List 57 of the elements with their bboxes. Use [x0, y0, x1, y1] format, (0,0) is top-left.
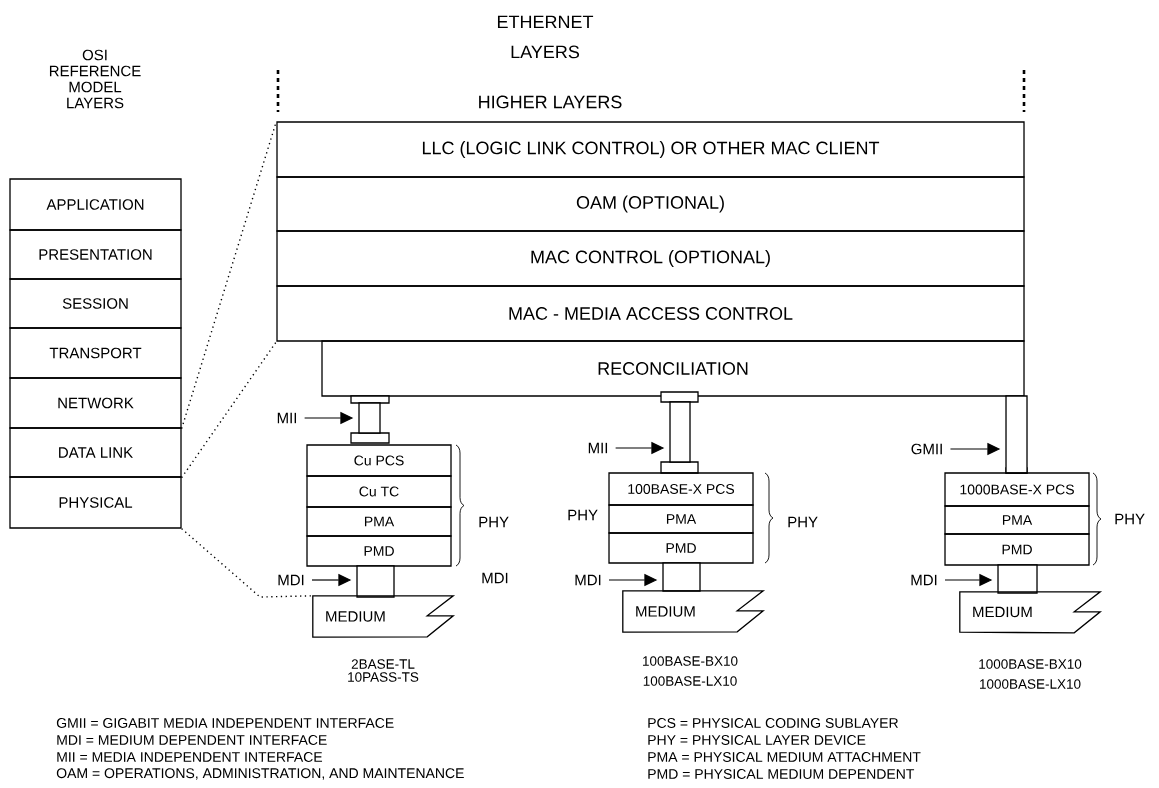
heading: ETHERNET LAYERS	[498, 15, 594, 59]
osi-layer-box: TRANSPORT	[9, 327, 182, 379]
dotted-line	[180, 527, 314, 598]
interface-connector	[1005, 395, 1028, 474]
sublayer-box: PMA	[306, 506, 452, 537]
heading: OSI REFERENCE MODEL LAYERS	[49, 49, 141, 109]
interface-connector	[350, 395, 390, 444]
interface-label: MDI	[911, 574, 937, 586]
interface-label: MII	[588, 442, 608, 454]
interface-label: GMII	[911, 443, 942, 455]
variant-caption: 1000BASE-LX10	[980, 679, 1081, 689]
interface-label: MDI	[575, 574, 601, 586]
ethernet-layer-box: LLC (LOGIC LINK CONTROL) OR OTHER MAC CLIENT	[276, 121, 1025, 178]
abbreviation-note: PMA = PHYSICAL MEDIUM ATTACHMENT	[648, 752, 921, 762]
interface-label: MDI	[278, 574, 304, 586]
variant-caption: 1000BASE-BX10	[979, 659, 1082, 669]
side-label: PHY	[568, 509, 598, 521]
variant-caption: 2BASE-TL	[351, 659, 415, 669]
sublayer-box: PMA	[608, 504, 754, 534]
abbreviation-note: GMII = GIGABIT MEDIA INDEPENDENT INTERFACE	[56, 718, 394, 728]
interface-label: MDI	[482, 572, 508, 584]
abbreviation-note: MDI = MEDIUM DEPENDENT INTERFACE	[57, 735, 327, 745]
abbreviation-note: PHY = PHYSICAL LAYER DEVICE	[648, 735, 866, 745]
ethernet-layer-box: RECONCILIATION	[321, 340, 1025, 397]
sublayer-box: PMD	[608, 532, 754, 564]
interface-label: MII	[277, 412, 297, 424]
sublayer-box: Cu TC	[306, 475, 452, 508]
abbreviation-note: PCS = PHYSICAL CODING SUBLAYER	[648, 718, 898, 728]
variant-caption: 100BASE-LX10	[643, 676, 737, 686]
sublayer-box: 100BASE-X PCS	[608, 472, 754, 506]
sublayer-box: PMD	[306, 535, 452, 567]
sublayer-box: Cu PCS	[306, 444, 452, 477]
brace-label: PHY	[1115, 513, 1145, 525]
interface-connector	[997, 564, 1038, 594]
osi-layer-box: NETWORK	[9, 377, 182, 429]
ethernet-layer-box: MAC CONTROL (OPTIONAL)	[276, 230, 1025, 287]
osi-layer-box: DATA LINK	[9, 427, 182, 478]
osi-layer-box: APPLICATION	[9, 178, 182, 231]
osi-layer-box: PHYSICAL	[9, 476, 182, 529]
ethernet-layer-box: MAC - MEDIA ACCESS CONTROL	[276, 285, 1025, 342]
ethernet-layer-box: OAM (OPTIONAL)	[276, 176, 1025, 232]
abbreviation-note: PMD = PHYSICAL MEDIUM DEPENDENT	[648, 769, 915, 779]
sublayer-box: PMD	[944, 533, 1090, 566]
variant-caption: 100BASE-BX10	[643, 656, 738, 666]
interface-connector	[660, 391, 699, 474]
variant-caption: 10PASS-TS	[348, 672, 419, 682]
sublayer-box: 1000BASE-X PCS	[944, 472, 1090, 507]
sublayer-box: PMA	[944, 505, 1090, 535]
osi-layer-box: SESSION	[9, 278, 182, 329]
abbreviation-note: MII = MEDIA INDEPENDENT INTERFACE	[57, 752, 323, 762]
dotted-line	[180, 340, 278, 479]
brace-label: PHY	[788, 516, 818, 528]
interface-connector	[356, 565, 395, 598]
osi-layer-box: PRESENTATION	[9, 229, 182, 280]
brace-label: PHY	[479, 516, 509, 528]
interface-connector	[662, 562, 701, 592]
abbreviation-note: OAM = OPERATIONS, ADMINISTRATION, AND MAINTENANCE	[56, 768, 464, 780]
